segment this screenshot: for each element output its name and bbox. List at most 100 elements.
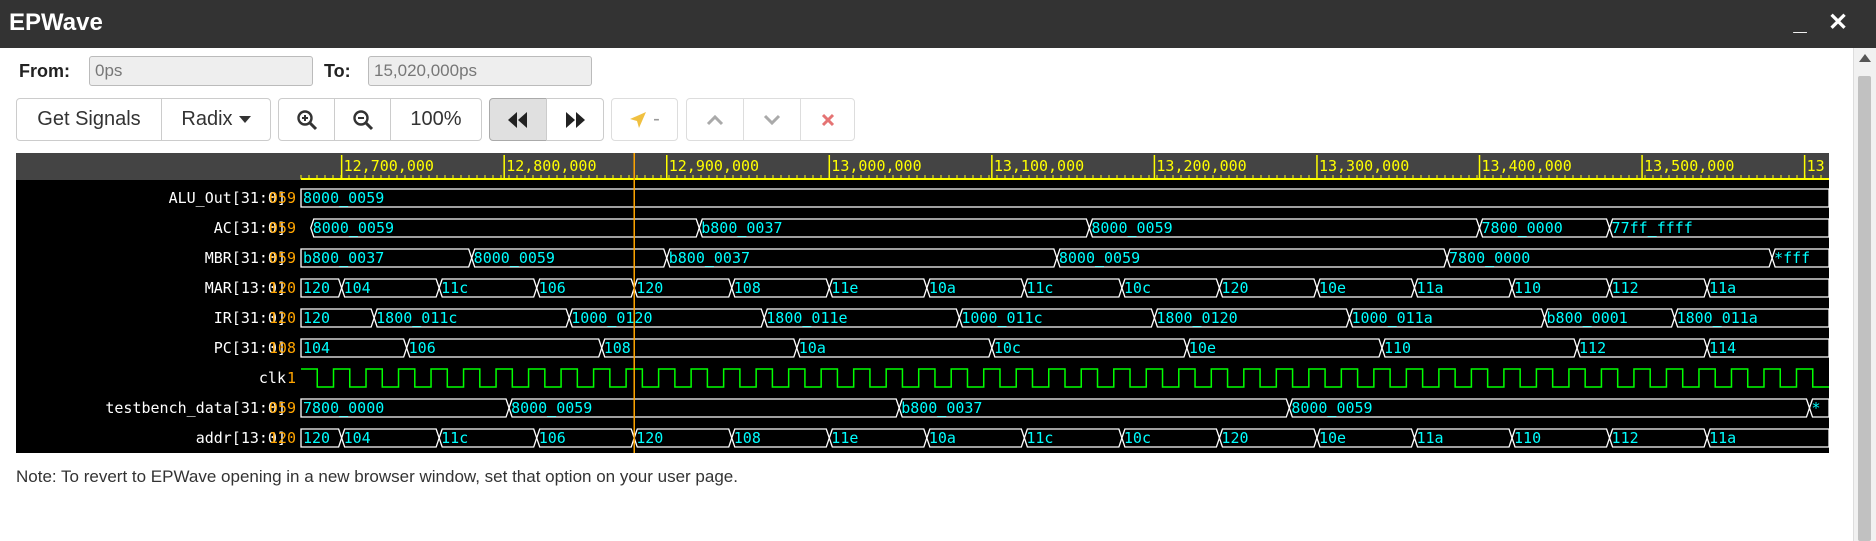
ruler-tick-label: 13,100,000	[994, 157, 1084, 175]
ruler-tick-label: 13,000,000	[831, 157, 921, 175]
signal-name: addr[13:0]	[196, 429, 286, 447]
bus-value-label: 106	[539, 279, 566, 297]
bus-value-label: 104	[344, 429, 371, 447]
to-input[interactable]	[368, 56, 592, 86]
bus-value-label: 104	[344, 279, 371, 297]
zoom-level-button[interactable]: 100%	[390, 98, 482, 141]
chevron-up-icon	[706, 114, 724, 125]
bus-value-label: b800_0037	[303, 249, 384, 267]
zoom-out-button[interactable]	[334, 98, 391, 141]
ruler-tick-label: 13	[1807, 157, 1825, 175]
bus-value-label: 1800_011c	[376, 309, 457, 327]
chevron-down-icon	[763, 114, 781, 125]
bus-value-label: b800_0037	[701, 219, 782, 237]
bus-value-label: 1800_0120	[1156, 309, 1237, 327]
bus-value-label: 11c	[1026, 279, 1053, 297]
bus-value-label: b800_0001	[1547, 309, 1628, 327]
fast-forward-button[interactable]	[546, 98, 604, 141]
from-label: From:	[19, 61, 70, 81]
location-arrow-icon	[630, 111, 647, 128]
fast-forward-icon	[566, 111, 585, 128]
scrollbar-thumb[interactable]	[1858, 76, 1871, 541]
bus-value-label: 106	[409, 339, 436, 357]
radix-label: Radix	[181, 108, 233, 130]
bus-value-label: b800_0037	[669, 249, 750, 267]
signal-value: 059	[269, 399, 296, 417]
bus-value-label: 1000_011c	[961, 309, 1042, 327]
signal-value: 120	[269, 309, 296, 327]
bus-segment	[796, 338, 993, 358]
scroll-up-icon[interactable]	[1859, 54, 1871, 62]
bus-value-label: 11c	[1026, 429, 1053, 447]
caret-down-icon	[238, 116, 251, 123]
bus-value-label: 1800_011a	[1677, 309, 1758, 327]
bus-value-label: 120	[303, 279, 330, 297]
bus-value-label: 10a	[929, 279, 956, 297]
from-input[interactable]	[89, 56, 313, 86]
radix-dropdown[interactable]: Radix	[161, 98, 271, 141]
bus-value-label: 7800_0000	[1449, 249, 1530, 267]
bus-value-label: 7800_0000	[303, 399, 384, 417]
bus-value-label: 77ff_ffff	[1612, 219, 1693, 237]
cursor-tool-button[interactable]: -	[611, 98, 678, 141]
bus-value-label: 108	[734, 279, 761, 297]
rewind-icon	[508, 111, 527, 128]
bus-value-label: 120	[636, 279, 663, 297]
bus-value-label: 120	[303, 309, 330, 327]
bus-value-label: 108	[734, 429, 761, 447]
ruler-tick-label: 12,900,000	[669, 157, 759, 175]
clock-waveform	[301, 368, 1829, 388]
waveform-viewer[interactable]: 12,700,000 12,800,000 12,900,000 13,000,000…	[16, 153, 1830, 453]
bus-value-label: 10e	[1319, 279, 1346, 297]
ruler-tick-label: 13,500,000	[1644, 157, 1734, 175]
bus-value-label: 110	[1384, 339, 1411, 357]
bus-value-label: 10c	[1124, 279, 1151, 297]
signal-name: testbench_data[31:0]	[105, 399, 286, 417]
zoom-level: 100%	[410, 108, 462, 130]
bus-value-label: 11a	[1709, 279, 1736, 297]
bus-value-label: 120	[1221, 279, 1248, 297]
cursor-tool-label: -	[653, 108, 660, 130]
delete-signal-button[interactable]	[800, 98, 855, 141]
bus-value-label: 10e	[1189, 339, 1216, 357]
bus-value-label: 104	[303, 339, 330, 357]
bus-value-label: 120	[636, 429, 663, 447]
vertical-scrollbar[interactable]	[1853, 48, 1876, 541]
bus-value-label: b800_0037	[901, 399, 982, 417]
bus-value-label: 112	[1612, 429, 1639, 447]
bus-value-label: 10c	[994, 339, 1021, 357]
get-signals-button[interactable]: Get Signals	[16, 98, 162, 141]
signal-name: MAR[13:0]	[205, 279, 286, 297]
ruler-tick-label: 12,800,000	[506, 157, 596, 175]
bus-value-label: 108	[604, 339, 631, 357]
bus-value-label: 11c	[441, 429, 468, 447]
rewind-button[interactable]	[489, 98, 547, 141]
bus-segment	[601, 338, 798, 358]
ruler-tick-label: 13,400,000	[1482, 157, 1572, 175]
close-button[interactable]: ✕	[1827, 9, 1849, 36]
bus-value-label: 8000_0059	[1291, 399, 1372, 417]
signal-name: clk	[259, 369, 286, 387]
signal-name: ALU_Out[31:0]	[169, 189, 286, 207]
bus-value-label: 8000_0059	[1091, 219, 1172, 237]
signal-name: AC[31:0]	[214, 219, 286, 237]
signal-value: 059	[269, 219, 296, 237]
bus-value-label: 7800_0000	[1482, 219, 1563, 237]
ruler-tick-label: 12,700,000	[344, 157, 434, 175]
bus-value-label: *fff	[1774, 249, 1810, 267]
bus-value-label: 11e	[831, 279, 858, 297]
bus-value-label: 8000_0059	[313, 219, 394, 237]
zoom-in-button[interactable]	[278, 98, 335, 141]
minimize-button[interactable]: _	[1793, 9, 1807, 36]
revert-note: Note: To revert to EPWave opening in a n…	[16, 467, 738, 486]
zoom-in-icon	[296, 109, 317, 130]
bus-value-label: 10e	[1319, 429, 1346, 447]
bus-value-label: *	[1811, 399, 1820, 417]
move-up-button[interactable]	[686, 98, 744, 141]
get-signals-label: Get Signals	[37, 108, 141, 130]
move-down-button[interactable]	[743, 98, 801, 141]
bus-value-label: 11a	[1416, 429, 1443, 447]
waveform-canvas[interactable]: 12,700,000 12,800,000 12,900,000 13,000,000…	[16, 153, 1830, 453]
bus-value-label: 8000_0059	[474, 249, 555, 267]
bus-segment	[1186, 338, 1383, 358]
